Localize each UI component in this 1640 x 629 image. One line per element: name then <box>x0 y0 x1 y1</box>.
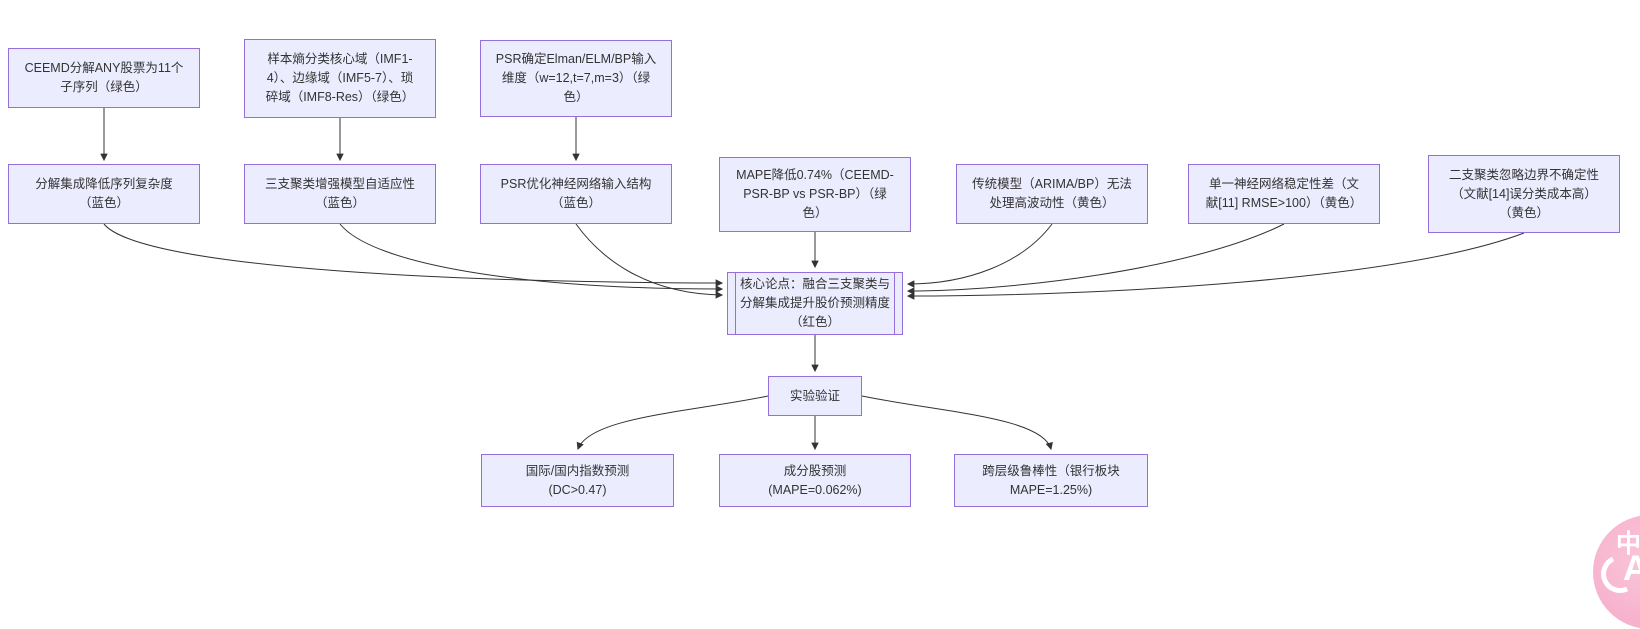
node-core-thesis-label: 核心论点：融合三支聚类与 分解集成提升股价预测精度 （红色） <box>739 277 890 329</box>
node-decompose-label: 分解集成降低序列复杂度 （蓝色） <box>35 177 173 210</box>
node-ceemd: CEEMD分解ANY股票为11个 子序列（绿色） <box>8 48 200 108</box>
node-entropy-label: 样本熵分类核心域（IMF1- 4）、边缘域（IMF5-7）、琐 碎域（IMF8-… <box>265 52 415 104</box>
node-stock-pred: 成分股预测 (MAPE=0.062%) <box>719 454 911 507</box>
edge-twoway-core <box>906 232 1525 300</box>
node-mape-gain-label: MAPE降低0.74%（CEEMD- PSR-BP vs PSR-BP）（绿 色… <box>736 168 894 220</box>
edge-threeway-core <box>339 223 724 293</box>
node-psr-dim: PSR确定Elman/ELM/BP输入 维度（w=12,t=7,m=3）（绿 色… <box>480 40 672 117</box>
edge-psropt-core <box>575 223 724 299</box>
node-stock-pred-label: 成分股预测 (MAPE=0.062%) <box>768 463 862 497</box>
node-robustness: 跨层级鲁棒性（银行板块 MAPE=1.25%) <box>954 454 1148 507</box>
node-index-pred-label: 国际/国内指数预测 (DC>0.47) <box>525 463 630 497</box>
node-decompose: 分解集成降低序列复杂度 （蓝色） <box>8 164 200 224</box>
node-psr-opt-label: PSR优化神经网络输入结构 （蓝色） <box>500 177 652 210</box>
node-entropy: 样本熵分类核心域（IMF1- 4）、边缘域（IMF5-7）、琐 碎域（IMF8-… <box>244 39 436 118</box>
edge-experiment-robustness <box>861 395 1053 451</box>
translate-en-glyph: A <box>1623 549 1640 588</box>
node-experiment-label: 实验验证 <box>789 388 840 403</box>
edge-experiment-indexpred <box>576 395 769 451</box>
node-traditional: 传统模型（ARIMA/BP）无法 处理高波动性（黄色） <box>956 164 1148 224</box>
node-mape-gain: MAPE降低0.74%（CEEMD- PSR-BP vs PSR-BP）（绿 色… <box>719 157 911 232</box>
node-psr-dim-label: PSR确定Elman/ELM/BP输入 维度（w=12,t=7,m=3）（绿 色… <box>495 52 657 104</box>
flowchart-canvas: CEEMD分解ANY股票为11个 子序列（绿色） 样本熵分类核心域（IMF1- … <box>8 39 1620 507</box>
node-twoway-label: 二支聚类忽略边界不确定性 （文献[14]误分类成本高） （黄色） <box>1448 167 1599 220</box>
edge-decompose-core <box>103 223 724 287</box>
node-experiment: 实验验证 <box>768 376 862 416</box>
node-index-pred: 国际/国内指数预测 (DC>0.47) <box>481 454 674 507</box>
node-threeway: 三支聚类增强模型自适应性 （蓝色） <box>244 164 436 224</box>
node-ceemd-label: CEEMD分解ANY股票为11个 子序列（绿色） <box>24 61 184 94</box>
node-single-nn: 单一神经网络稳定性差（文 献[11] RMSE>100）（黄色） <box>1188 164 1380 224</box>
edge-traditional-core <box>906 223 1053 288</box>
node-threeway-label: 三支聚类增强模型自适应性 （蓝色） <box>264 177 415 210</box>
node-single-nn-label: 单一神经网络稳定性差（文 献[11] RMSE>100）（黄色） <box>1205 177 1363 210</box>
node-robustness-label: 跨层级鲁棒性（银行板块 MAPE=1.25%) <box>982 463 1120 497</box>
edge-singlenn-core <box>906 223 1285 295</box>
node-core-thesis: 核心论点：融合三支聚类与 分解集成提升股价预测精度 （红色） <box>727 272 903 335</box>
node-traditional-label: 传统模型（ARIMA/BP）无法 处理高波动性（黄色） <box>972 177 1132 210</box>
node-twoway: 二支聚类忽略边界不确定性 （文献[14]误分类成本高） （黄色） <box>1428 155 1620 233</box>
translate-zh-glyph: 中 <box>1616 530 1640 558</box>
node-psr-opt: PSR优化神经网络输入结构 （蓝色） <box>480 164 672 224</box>
